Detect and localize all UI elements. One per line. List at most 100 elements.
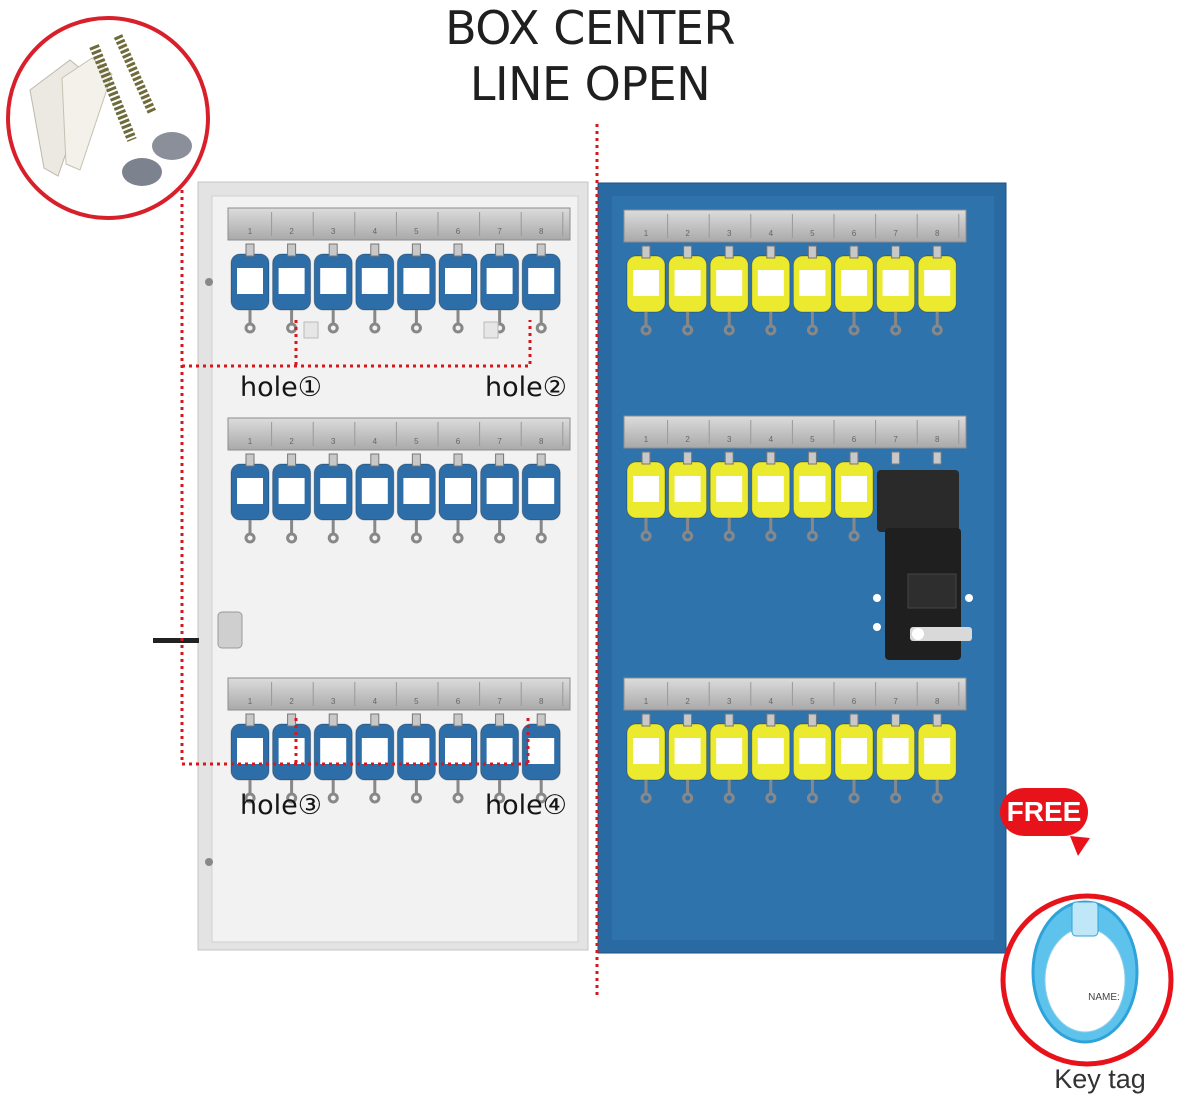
key-ring [890, 312, 902, 336]
key-ring [723, 780, 735, 804]
key-label-window [841, 738, 867, 764]
key-clip [807, 245, 817, 259]
keytag-caption: Key tag [1054, 1064, 1146, 1094]
hook-number: 7 [497, 437, 502, 446]
key-label-window [403, 738, 430, 764]
key-ring [535, 520, 547, 544]
hook-number: 7 [893, 229, 898, 238]
hook-number: 7 [893, 697, 898, 706]
key-label-window [528, 738, 555, 764]
hook-number: 3 [331, 227, 336, 236]
key-clip [891, 245, 901, 259]
key-clip [411, 243, 421, 257]
wall-anchor-icon [61, 57, 113, 171]
hook-number: 4 [769, 229, 774, 238]
key-clip [411, 453, 421, 467]
key-ring [806, 780, 818, 804]
key-clip [536, 713, 546, 727]
page-title: BOX CENTER LINE OPEN [0, 0, 1180, 112]
screw-icon [89, 44, 137, 142]
hook-number: 2 [289, 437, 294, 446]
hook-number: 1 [248, 227, 253, 236]
key-clip [453, 713, 463, 727]
keytag-label [1044, 927, 1126, 1033]
key-label-window [841, 476, 867, 502]
key-clip [453, 243, 463, 257]
hook-number: 2 [289, 697, 294, 706]
key-label-window [757, 476, 784, 502]
hook-number: 6 [852, 229, 857, 238]
hook-number: 7 [893, 435, 898, 444]
key-label-window [278, 478, 305, 504]
key-ring [723, 312, 735, 336]
key-clip [370, 713, 380, 727]
key-ring [765, 518, 777, 542]
key-ring [682, 518, 694, 542]
key-clip [724, 245, 734, 259]
key-clip [328, 243, 338, 257]
key-clip [683, 245, 693, 259]
lock-bolt [217, 611, 243, 649]
key-ring [327, 310, 339, 334]
hook-number: 7 [497, 227, 502, 236]
key-ring [765, 312, 777, 336]
key-ring [244, 310, 256, 334]
key-clip [245, 713, 255, 727]
key-label-window [278, 268, 305, 294]
title-line-1: BOX CENTER [445, 1, 735, 55]
key-label-window [361, 738, 388, 764]
hook-number: 5 [810, 435, 815, 444]
hole-label-1: hole① [240, 372, 322, 403]
key-ring [806, 312, 818, 336]
key-ring [494, 780, 506, 804]
key-clip [536, 453, 546, 467]
key-ring [682, 780, 694, 804]
key-ring [369, 310, 381, 334]
hook-number: 8 [935, 697, 940, 706]
key-clip [724, 713, 734, 727]
hook-number: 5 [414, 437, 419, 446]
key-clip [328, 713, 338, 727]
key-clip [495, 713, 505, 727]
cabinet-body-inner [211, 195, 579, 943]
key-label-window [716, 270, 743, 296]
key-ring [369, 780, 381, 804]
side-screw [205, 278, 213, 286]
key-ring [890, 780, 902, 804]
key-ring [848, 518, 860, 542]
key-clip [849, 451, 859, 465]
key-clip [724, 451, 734, 465]
hook-rail [227, 677, 571, 711]
mount-screw [965, 594, 973, 602]
key-ring [452, 310, 464, 334]
guide-top [182, 320, 532, 368]
side-screw [205, 858, 213, 866]
key-label-window [882, 738, 909, 764]
door-pin [153, 638, 199, 643]
key-ring [535, 780, 547, 804]
hook-number: 3 [331, 437, 336, 446]
key-label-window [320, 478, 347, 504]
key-ring [286, 520, 298, 544]
key-clip [766, 713, 776, 727]
key-label-window [841, 270, 867, 296]
hook-number: 2 [685, 697, 690, 706]
key-ring [640, 518, 652, 542]
hook-rail [227, 417, 571, 451]
key-label-window [278, 738, 305, 764]
key-label-window [633, 738, 659, 764]
key-clip [536, 243, 546, 257]
key-clip [370, 453, 380, 467]
hook-number: 1 [248, 697, 253, 706]
key-clip [328, 453, 338, 467]
spacer-icon [122, 158, 162, 186]
key-label-window [320, 268, 347, 294]
key-ring [244, 520, 256, 544]
hook-number: 3 [727, 229, 732, 238]
hook-number: 4 [769, 435, 774, 444]
hook-number: 5 [810, 697, 815, 706]
lock-latch [910, 627, 972, 641]
hole-label-4: hole④ [485, 790, 567, 821]
